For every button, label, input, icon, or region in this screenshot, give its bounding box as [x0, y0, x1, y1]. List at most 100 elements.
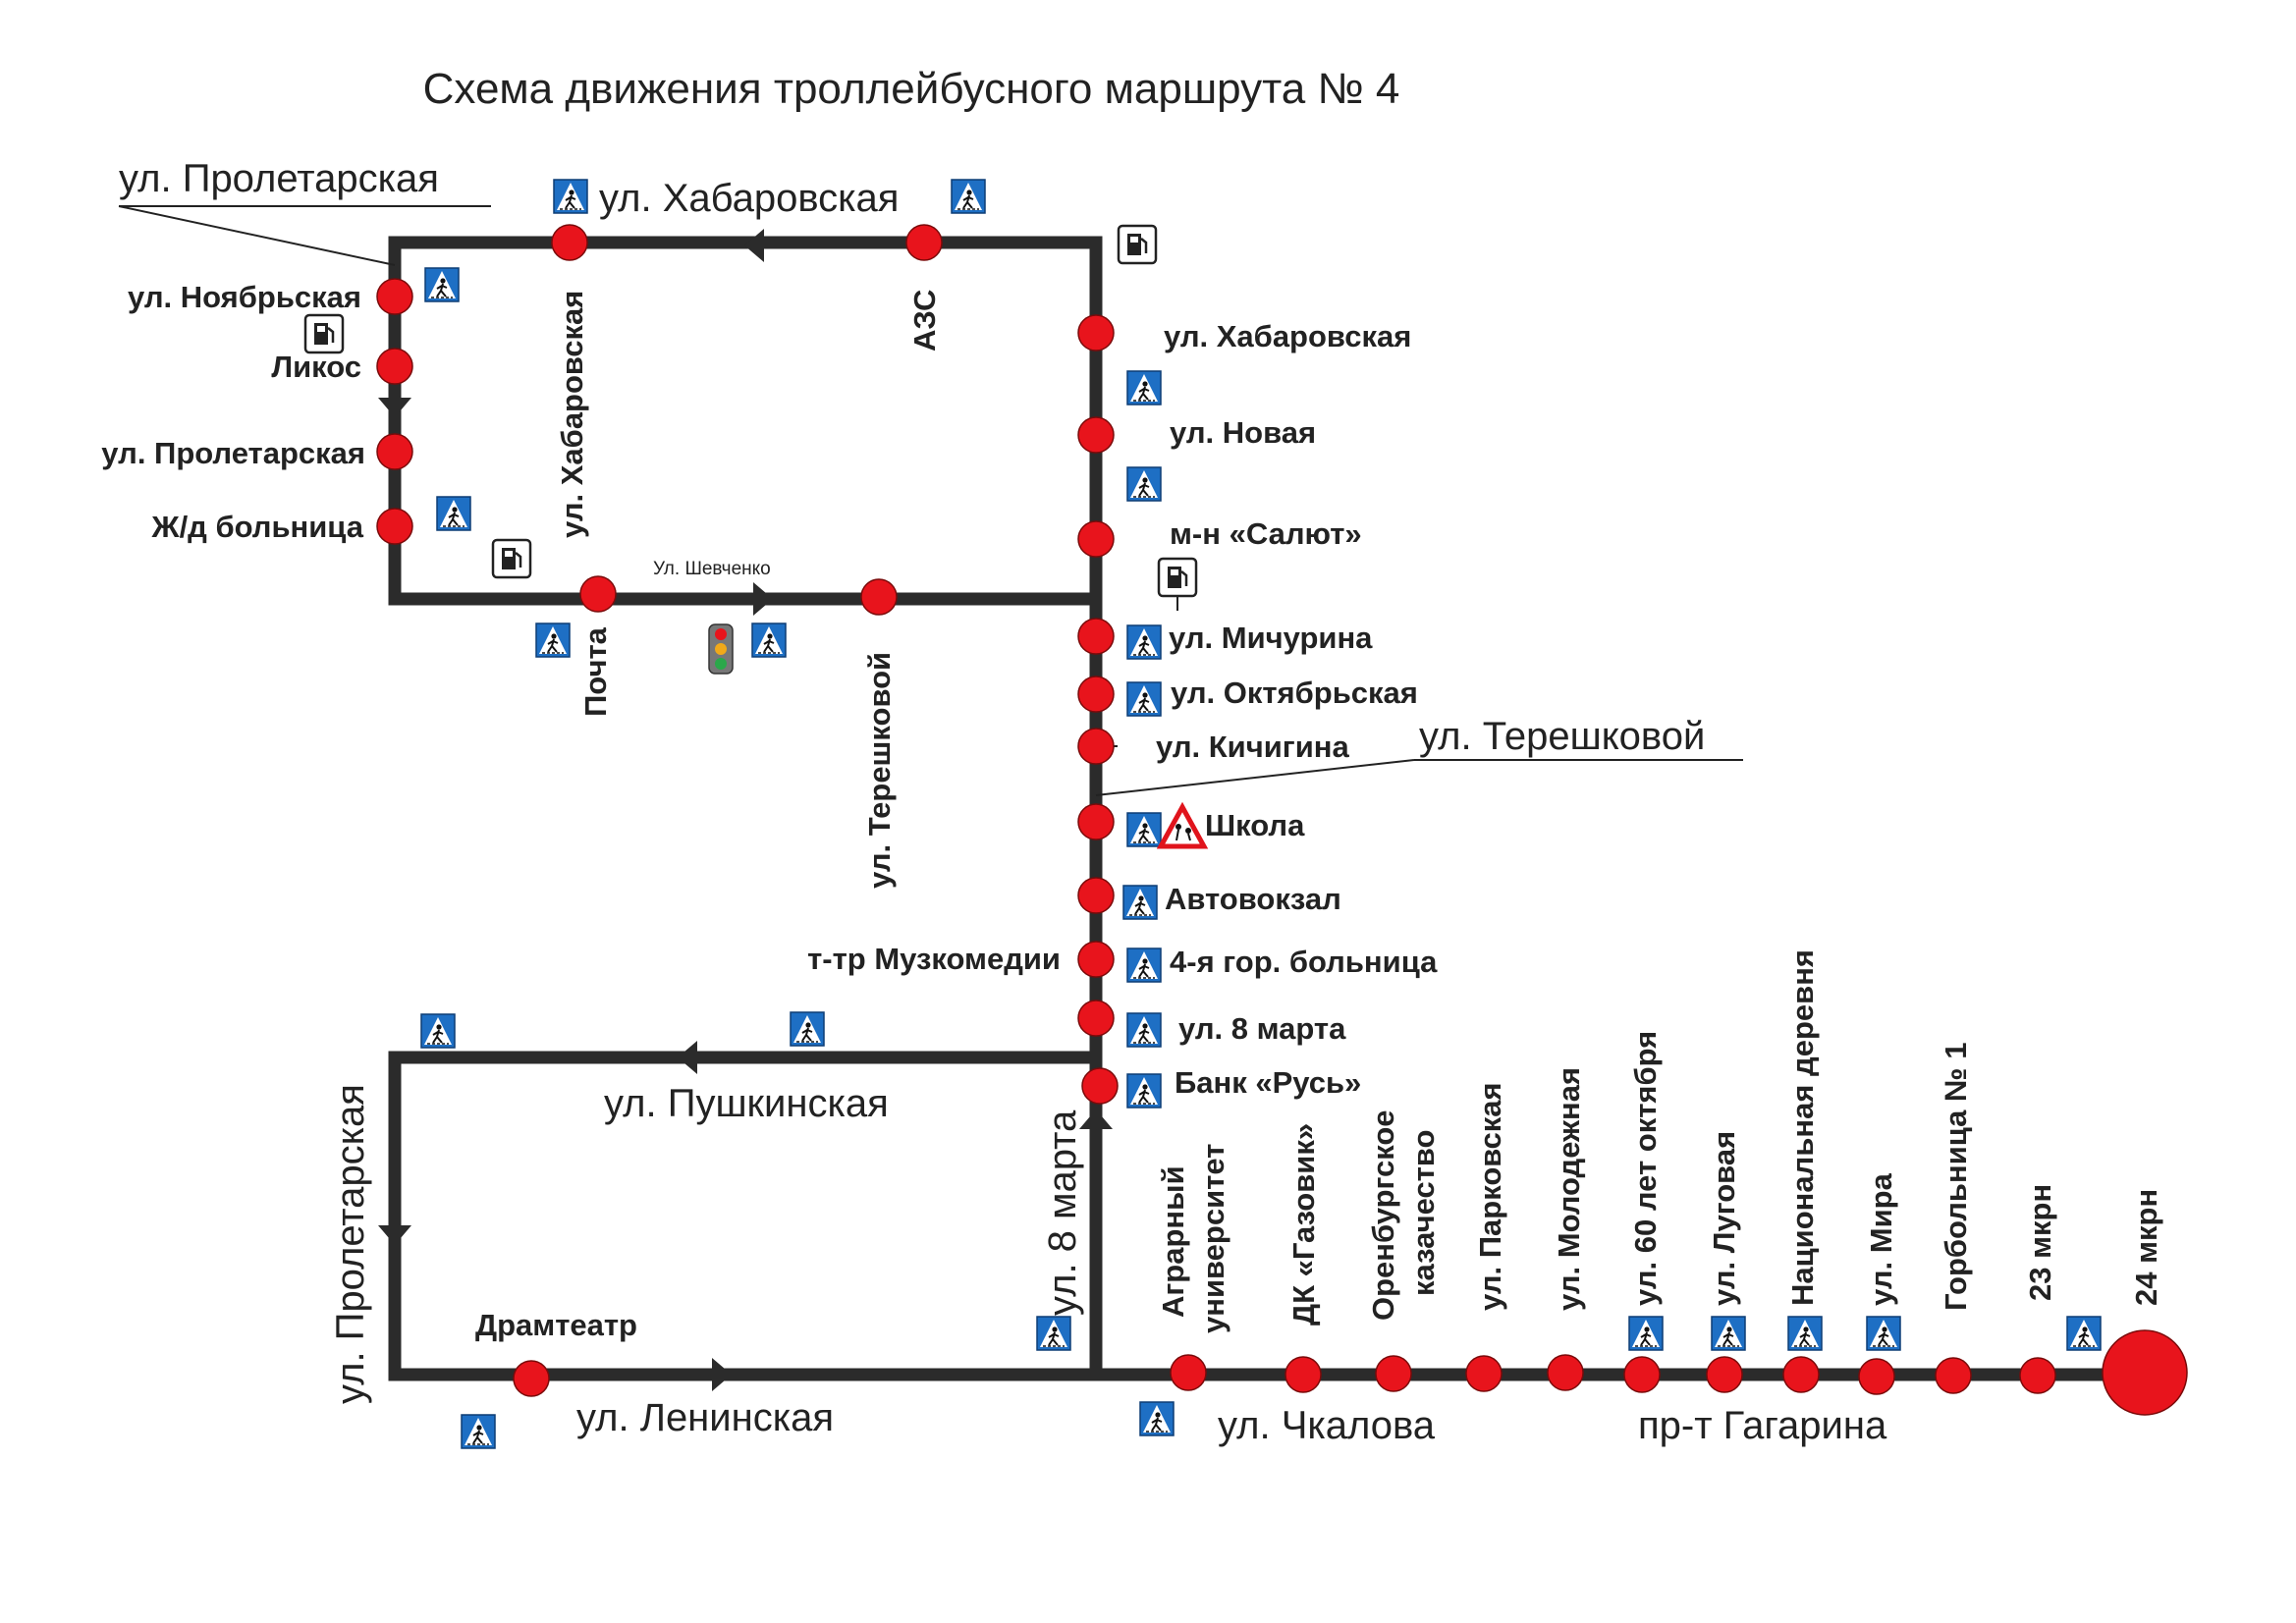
crosswalk-icon	[790, 1011, 825, 1047]
crosswalk-icon	[1628, 1316, 1664, 1351]
stop-dot-agrarny[interactable]	[1170, 1354, 1207, 1391]
fuel-station-icon	[303, 313, 345, 354]
stop-dot-khabarovskaya[interactable]	[1077, 314, 1115, 352]
stop-dot-bank-rus[interactable]	[1081, 1067, 1119, 1105]
stop-dot-23-mkrn[interactable]	[2019, 1357, 2056, 1394]
street-leninskaya: ул. Ленинская	[576, 1396, 834, 1439]
stop-label-mira: ул. Мира	[1864, 1172, 1898, 1306]
stop-dot-salyut[interactable]	[1077, 520, 1115, 558]
stop-label-agrarny-2: университет	[1196, 1144, 1230, 1333]
map-title: Схема движения троллейбусного маршрута №…	[423, 65, 1400, 113]
crosswalk-icon	[1126, 681, 1162, 717]
stop-label-shkola: Школа	[1205, 808, 1305, 842]
stop-dot-proletarskaya[interactable]	[376, 433, 413, 470]
stop-label-muzkomedii: т-тр Музкомедии	[807, 942, 1061, 976]
stop-label-kichigina: ул. Кичигина	[1156, 730, 1349, 764]
stop-dot-zhd-bolnitsa[interactable]	[376, 508, 413, 545]
crosswalk-icon	[424, 267, 460, 302]
stop-dot-azs[interactable]	[905, 224, 943, 261]
direction-arrows	[378, 229, 1113, 1391]
crosswalk-icon	[1126, 1073, 1162, 1109]
stop-dot-gorbolnitsa1[interactable]	[1935, 1357, 1972, 1394]
crosswalk-icon	[1126, 1012, 1162, 1048]
stop-label-michurina: ул. Мичурина	[1169, 621, 1373, 655]
stop-dot-lugovaya[interactable]	[1706, 1356, 1743, 1393]
street-khabarovskaya-top: ул. Хабаровская	[599, 177, 899, 220]
stop-dot-24-mkrn-terminal[interactable]	[2102, 1329, 2188, 1416]
stop-dot-michurina[interactable]	[1077, 618, 1115, 655]
stop-dot-march8[interactable]	[1077, 1000, 1115, 1037]
crosswalk-icon	[1126, 466, 1162, 502]
stop-label-gor-bolnitsa: 4-я гор. больница	[1170, 945, 1438, 979]
stop-dot-muzkomedii-bolnitsa[interactable]	[1077, 941, 1115, 978]
stop-dot-avtovokzal[interactable]	[1077, 877, 1115, 914]
stop-label-pochta: Почта	[578, 626, 613, 717]
stop-dot-nats-derevnya[interactable]	[1782, 1356, 1820, 1393]
stop-dot-shkola[interactable]	[1077, 803, 1115, 840]
stop-dot-mira[interactable]	[1858, 1358, 1895, 1395]
stop-label-dk-gazovik: ДК «Газовик»	[1286, 1123, 1321, 1325]
stop-label-khabarovskaya: ул. Хабаровская	[1164, 319, 1411, 353]
crosswalk-icon	[461, 1414, 496, 1449]
crosswalk-icon	[751, 622, 787, 658]
stop-label-molodezhnaya: ул. Молодежная	[1552, 1067, 1586, 1311]
stop-dot-dk-gazovik[interactable]	[1285, 1356, 1322, 1393]
stop-dot-parkovskaya[interactable]	[1465, 1355, 1503, 1392]
crosswalk-icon	[1126, 370, 1162, 406]
crosswalk-icon	[1036, 1316, 1071, 1351]
stop-dot-kichigina[interactable]	[1077, 728, 1115, 765]
crosswalk-icon	[1126, 947, 1162, 983]
crosswalk-icon	[1126, 624, 1162, 660]
stop-label-parkovskaya: ул. Парковская	[1473, 1082, 1507, 1311]
crosswalk-icon	[1711, 1316, 1746, 1351]
stop-label-lugovaya: ул. Луговая	[1707, 1131, 1741, 1306]
street-tereshkovoy-vertical: ул. Терешковой	[862, 652, 897, 889]
street-proletarskaya-top: ул. Пролетарская	[119, 157, 439, 200]
street-labels: ул. Пролетарская ул. Хабаровская ул. Тер…	[119, 157, 1887, 1447]
stop-label-noyabrskaya: ул. Ноябрьская	[128, 280, 361, 314]
crosswalk-icon	[1787, 1316, 1823, 1351]
stop-dot-novaya[interactable]	[1077, 416, 1115, 454]
street-khabarovskaya-vertical: ул. Хабаровская	[555, 291, 589, 538]
fuel-signs	[303, 224, 1198, 611]
stop-label-gorbolnitsa1: Горбольница № 1	[1939, 1043, 1973, 1311]
stop-dot-molodezhnaya[interactable]	[1547, 1354, 1584, 1391]
stop-dot-orenburg[interactable]	[1375, 1355, 1412, 1392]
stop-dot-khabarovskaya-west[interactable]	[551, 224, 588, 261]
street-tereshkovoy-right: ул. Терешковой	[1419, 715, 1705, 758]
fuel-station-icon	[491, 538, 532, 579]
stop-dot-oktyabrskaya[interactable]	[1077, 676, 1115, 713]
stop-label-nats-derevnya: Национальная деревня	[1785, 949, 1820, 1306]
stop-label-oktyabrskaya: ул. Октябрьская	[1171, 676, 1418, 710]
stop-label-orenburg-1: Оренбургское	[1366, 1109, 1400, 1321]
stop-dot-tereshkovoy[interactable]	[860, 578, 898, 616]
street-march8: ул. 8 марта	[1041, 1109, 1084, 1316]
stop-label-march8: ул. 8 марта	[1178, 1011, 1346, 1046]
stop-label-zhd-bolnitsa: Ж/д больница	[151, 510, 364, 544]
stop-labels: ул. Ноябрьская Ликос ул. Пролетарская Ж/…	[101, 280, 2163, 1342]
stop-label-bank-rus: Банк «Русь»	[1175, 1065, 1361, 1100]
arrow-east-shevchenko	[753, 582, 773, 616]
arrow-west-pushkinskaya	[678, 1041, 697, 1074]
stop-label-likos: Ликос	[271, 350, 361, 384]
arrow-east-leninskaya	[712, 1358, 732, 1391]
crosswalk-icon	[1122, 885, 1158, 920]
stop-label-novaya: ул. Новая	[1170, 415, 1316, 450]
stop-dot-60-let[interactable]	[1623, 1356, 1661, 1393]
fuel-station-icon	[1117, 224, 1158, 265]
stop-dot-dramteatr[interactable]	[513, 1360, 550, 1397]
crosswalk-icon	[1139, 1401, 1175, 1436]
stop-dot-noyabrskaya[interactable]	[376, 278, 413, 315]
stop-label-agrarny-1: Аграрный	[1156, 1165, 1190, 1318]
arrow-west-khabarovskaya	[744, 229, 764, 262]
stop-label-avtovokzal: Автовокзал	[1165, 882, 1341, 916]
crosswalk-icon	[1126, 812, 1162, 847]
stop-label-salyut: м-н «Салют»	[1170, 516, 1362, 551]
stop-dot-pochta[interactable]	[579, 575, 617, 613]
leader-lines	[118, 205, 1743, 796]
stop-label-azs: АЗС	[907, 290, 942, 352]
crosswalk-icon	[535, 622, 571, 658]
stop-dot-likos[interactable]	[376, 348, 413, 385]
stop-label-24-mkrn: 24 мкрн	[2129, 1189, 2163, 1306]
